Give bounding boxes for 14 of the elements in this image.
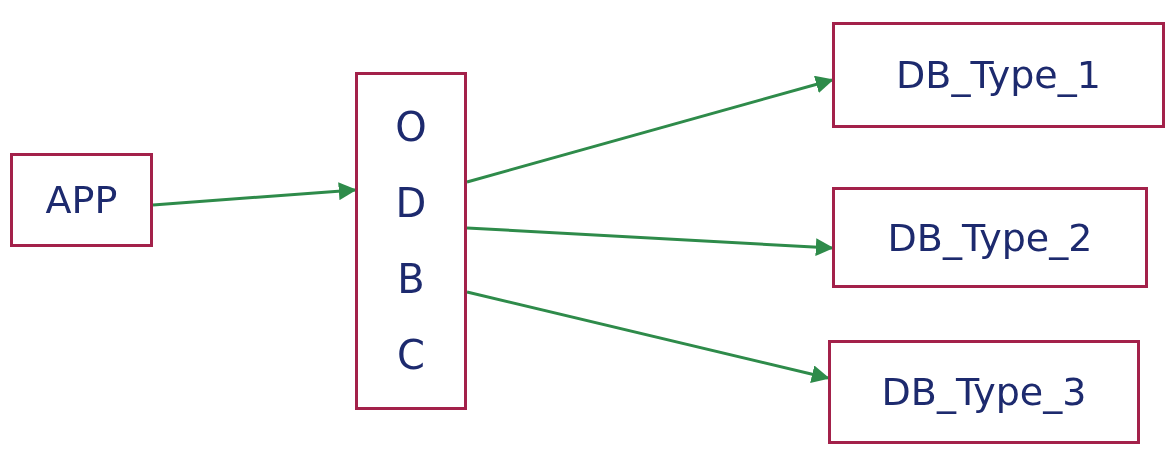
process-box [10, 153, 153, 247]
arrow [152, 182, 357, 207]
vertical-box [355, 72, 467, 410]
node-label: DB_Type_2 [887, 215, 1093, 260]
process-box [832, 187, 1148, 288]
process-box [832, 22, 1165, 128]
arrow [466, 75, 834, 184]
node-label: APP [45, 178, 118, 222]
node-label: ODBC [394, 103, 428, 380]
node-label: DB_Type_3 [881, 370, 1087, 414]
process-box [828, 340, 1140, 444]
node-label: DB_Type_1 [896, 53, 1101, 97]
arrow [466, 290, 830, 383]
arrow [466, 226, 834, 257]
